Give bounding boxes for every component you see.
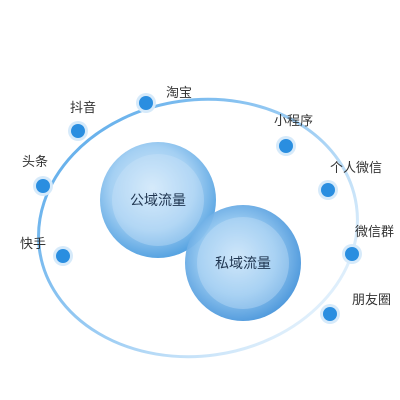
node-moments-label: 朋友圈	[352, 292, 391, 308]
node-personal-wechat-label: 个人微信	[330, 161, 382, 176]
public-traffic-label: 公域流量	[130, 193, 186, 209]
node-toutiao: 头条	[22, 154, 53, 196]
node-toutiao-label: 头条	[22, 154, 48, 170]
private-traffic-label: 私域流量	[215, 256, 271, 272]
orbit-ring	[37, 97, 359, 359]
private-traffic-circle: 私域流量	[185, 205, 301, 321]
node-personal-wechat: 个人微信	[318, 161, 382, 200]
node-kuaishou: 快手	[20, 237, 73, 266]
node-douyin: 抖音	[68, 100, 96, 141]
node-taobao: 淘宝	[136, 86, 192, 113]
node-moments: 朋友圈	[320, 292, 391, 324]
public-traffic-circle: 公域流量	[100, 142, 216, 258]
node-wechat-group-label: 微信群	[355, 225, 394, 240]
node-wechat-group: 微信群	[342, 225, 394, 264]
node-miniprogram: 小程序	[274, 114, 313, 156]
node-miniprogram-label: 小程序	[274, 114, 313, 129]
node-kuaishou-label: 快手	[20, 237, 46, 252]
node-douyin-label: 抖音	[70, 100, 96, 116]
node-taobao-label: 淘宝	[166, 86, 192, 101]
